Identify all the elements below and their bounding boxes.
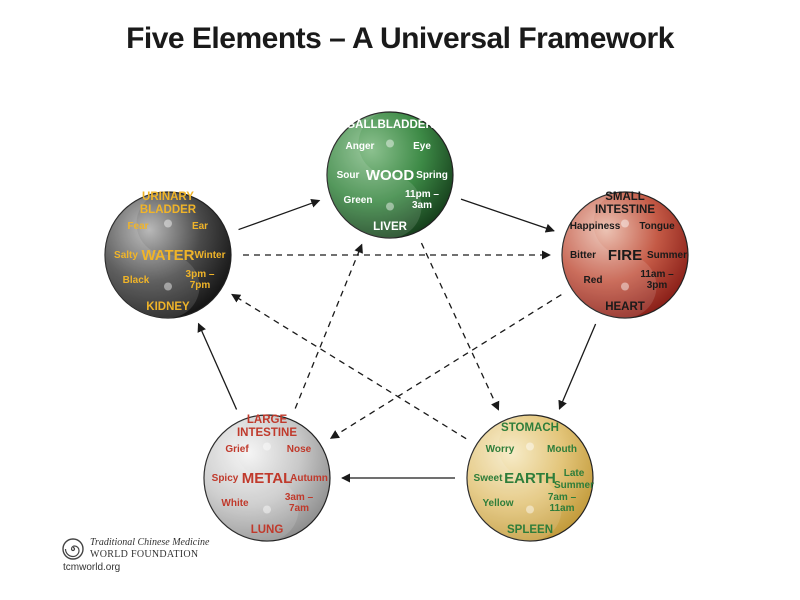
metal-organ-top: LARGE (247, 414, 288, 426)
metal-color: White (221, 498, 249, 509)
spiral-logo-icon (62, 538, 84, 560)
metal-name: METAL (242, 470, 293, 487)
earth-taste: Sweet (474, 473, 504, 484)
fire-name: FIRE (608, 247, 642, 264)
earth-time: 7am – (548, 492, 577, 503)
water-season: Winter (194, 250, 225, 261)
water-yinyang-dot (164, 282, 172, 291)
metal-organ-top: INTESTINE (237, 427, 297, 439)
wood-name: WOOD (366, 167, 414, 184)
fire-organ-top: INTESTINE (595, 204, 655, 216)
water-color: Black (123, 275, 150, 286)
earth-color: Yellow (482, 498, 513, 509)
cycle-arrows (197, 198, 597, 483)
wood-organ-top: GALLBLADDER (346, 119, 434, 131)
fire-taste: Bitter (570, 250, 596, 261)
earth-organ-bottom: SPLEEN (507, 524, 553, 536)
metal-sense: Nose (287, 444, 312, 455)
wood-time: 11pm – (405, 189, 439, 200)
wood-organ-bottom: LIVER (373, 221, 408, 233)
wood-sense: Eye (413, 141, 431, 152)
water-taste: Salty (114, 250, 138, 261)
logo-line2: WORLD FOUNDATION (90, 549, 199, 560)
logo-url[interactable]: tcmworld.org (63, 562, 121, 573)
metal-organ-bottom: LUNG (251, 524, 284, 536)
water-organ-top: BLADDER (140, 204, 197, 216)
wood-emotion: Anger (346, 141, 375, 152)
arrow-metal-to-wood (294, 243, 363, 409)
earth-sense: Mouth (547, 444, 577, 455)
earth-emotion: Worry (486, 444, 515, 455)
earth-yinyang-shape (467, 415, 562, 541)
metal-emotion: Grief (225, 444, 249, 455)
water-yinyang-shape (105, 192, 200, 318)
fire-yinyang-dot (621, 219, 629, 228)
fire-sphere (561, 191, 689, 319)
arrow-water-to-wood (238, 198, 321, 231)
earth-organ-top: STOMACH (501, 422, 559, 434)
fire-yinyang-dot (621, 282, 629, 291)
earth-time: 11am (549, 503, 574, 514)
fire-season: Summer (647, 250, 687, 261)
metal-yinyang-shape (204, 415, 299, 541)
earth-sphere (466, 414, 594, 542)
water-organ-bottom: KIDNEY (146, 301, 190, 313)
fire-organ-top: SMALL (605, 191, 645, 203)
arrow-earth-to-water (231, 293, 467, 440)
metal-taste: Spicy (212, 473, 239, 484)
metal-sphere (203, 414, 331, 542)
arrow-fire-to-earth (558, 323, 597, 410)
fire-sense: Tongue (639, 221, 675, 232)
fire-organ-bottom: HEART (605, 301, 645, 313)
wood-sphere (326, 111, 454, 239)
earth-yinyang-dot (526, 505, 534, 514)
earth-season: Late (564, 468, 585, 479)
fire-color: Red (584, 275, 603, 286)
metal-time: 3am – (285, 492, 314, 503)
arrow-wood-to-earth (420, 242, 500, 411)
wood-yinyang-dot (386, 139, 394, 148)
water-time: 7pm (190, 280, 211, 291)
arrow-fire-to-metal (329, 294, 562, 439)
fire-yinyang-shape (562, 192, 657, 318)
water-yinyang-dot (164, 219, 172, 228)
earth-name: EARTH (504, 470, 556, 487)
water-emotion: Fear (127, 221, 148, 232)
fire-emotion: Happiness (570, 221, 621, 232)
wood-yinyang-shape (327, 112, 422, 238)
water-name: WATER (141, 247, 194, 264)
earth-yinyang-dot (526, 442, 534, 451)
water-time: 3pm – (186, 269, 215, 280)
wood-color: Green (344, 195, 373, 206)
page-title: Five Elements – A Universal Framework (126, 22, 674, 55)
water-sense: Ear (192, 221, 208, 232)
foundation-logo: Traditional Chinese Medicine WORLD FOUND… (62, 535, 222, 575)
metal-time: 7am (289, 503, 309, 514)
fire-time: 11am – (640, 269, 674, 280)
wood-time: 3am (412, 200, 432, 211)
metal-season: Autumn (290, 473, 328, 484)
water-organ-top: URINARY (142, 191, 194, 203)
metal-yinyang-dot (263, 505, 271, 514)
metal-yinyang-dot (263, 442, 271, 451)
arrow-metal-to-water (197, 322, 238, 410)
wood-yinyang-dot (386, 202, 394, 211)
arrow-wood-to-fire (460, 198, 555, 233)
wood-season: Spring (416, 170, 448, 181)
earth-season: Summer (554, 480, 594, 491)
wood-taste: Sour (337, 170, 360, 181)
water-sphere (104, 191, 232, 319)
fire-time: 3pm (647, 280, 668, 291)
logo-line1: Traditional Chinese Medicine (90, 537, 210, 548)
